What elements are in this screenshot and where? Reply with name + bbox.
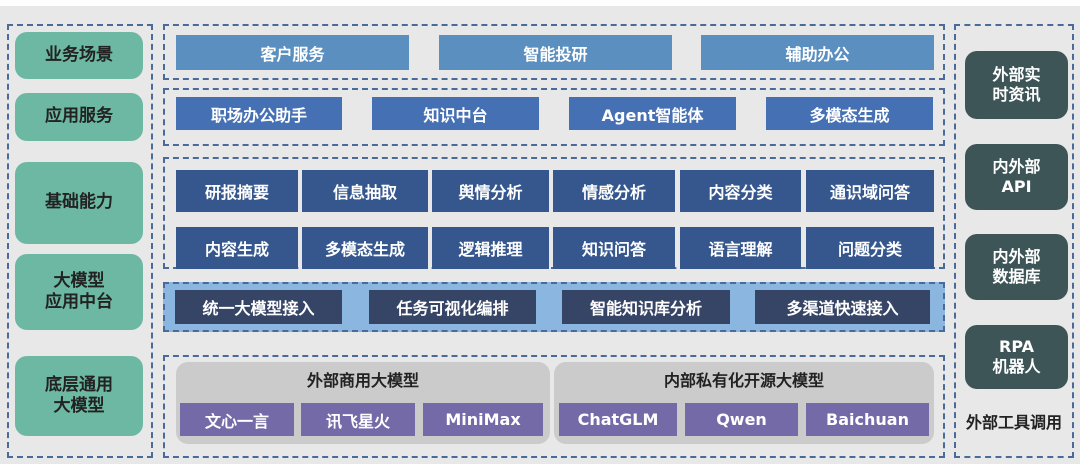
capability-sentiment-monitoring: 舆情分析 [432, 170, 549, 212]
capability-logical-reasoning: 逻辑推理 [432, 227, 549, 269]
middle-knowledge-base-analysis: 智能知识库分析 [562, 290, 730, 324]
model-qwen: Qwen [685, 403, 798, 436]
middle-multichannel-access: 多渠道快速接入 [755, 290, 930, 324]
model-chatglm: ChatGLM [559, 403, 677, 436]
scenario-office-assistance: 辅助办公 [701, 35, 934, 70]
capability-content-generation: 内容生成 [176, 227, 298, 269]
capability-info-extraction: 信息抽取 [302, 170, 428, 212]
scenario-intelligent-research: 智能投研 [439, 35, 672, 70]
app-knowledge-center: 知识中台 [372, 97, 539, 130]
tool-api: 内外部 API [965, 144, 1068, 210]
capability-general-qa: 通识域问答 [806, 170, 934, 212]
capability-content-classification: 内容分类 [680, 170, 801, 212]
business-scenarios-group [163, 24, 945, 80]
architecture-diagram: 业务场景 应用服务 基础能力 大模型 应用中台 底层通用 大模型 客户服务 智能… [0, 6, 1080, 464]
layer-label-business-scenarios: 业务场景 [15, 32, 143, 79]
model-wenxin: 文心一言 [180, 403, 294, 436]
external-tools-caption: 外部工具调用 [965, 413, 1062, 432]
layer-label-base-models: 底层通用 大模型 [15, 356, 143, 436]
capability-knowledge-qa: 知识问答 [553, 227, 675, 269]
external-tools-column [954, 24, 1074, 458]
app-multimodal-generation: 多模态生成 [766, 97, 933, 130]
layer-label-model-middle-platform: 大模型 应用中台 [15, 254, 143, 330]
base-models-group [163, 355, 945, 458]
capability-report-summary: 研报摘要 [176, 170, 298, 212]
capability-language-understanding: 语言理解 [680, 227, 801, 269]
external-models-title: 外部商用大模型 [306, 371, 419, 390]
model-baichuan: Baichuan [806, 403, 929, 436]
tool-realtime-news: 外部实 时资讯 [965, 51, 1068, 119]
tool-rpa-robot: RPA 机器人 [965, 325, 1068, 389]
scenario-customer-service: 客户服务 [176, 35, 409, 70]
model-xunfei-spark: 讯飞星火 [301, 403, 415, 436]
capability-emotion-analysis: 情感分析 [553, 170, 675, 212]
application-services-group [163, 88, 945, 146]
capability-question-classification: 问题分类 [806, 227, 934, 269]
capability-multimodal-generation: 多模态生成 [302, 227, 428, 269]
layer-labels-column [7, 24, 153, 458]
middle-task-orchestration: 任务可视化编排 [369, 290, 536, 324]
app-agent: Agent智能体 [569, 97, 736, 130]
internal-models-title: 内部私有化开源大模型 [663, 371, 824, 390]
app-office-assistant: 职场办公助手 [176, 97, 342, 130]
layer-label-basic-capabilities: 基础能力 [15, 162, 143, 244]
layer-label-application-services: 应用服务 [15, 93, 143, 141]
tool-database: 内外部 数据库 [965, 234, 1068, 300]
model-minimax: MiniMax [423, 403, 543, 436]
middle-unified-model-access: 统一大模型接入 [175, 290, 342, 324]
